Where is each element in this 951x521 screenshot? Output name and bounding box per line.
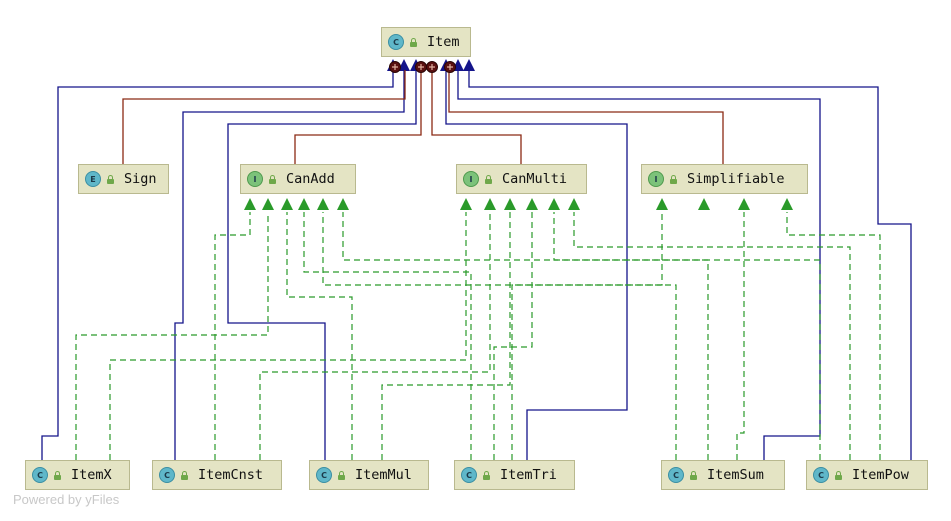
implements-arrow-icon [781,198,793,210]
interface-node-canadd[interactable]: I CanAdd [240,164,356,194]
extends-edge-itemcnst-item [174,70,405,460]
implements-edge-itempow-simplifiable [786,212,881,460]
implements-arrow-icon [656,198,668,210]
implements-edge-itemtri-canadd [303,212,472,460]
public-visibility-icon [53,470,62,480]
inner-edge-canadd-item [294,70,422,164]
implements-arrow-icon [526,198,538,210]
interface-node-canmulti[interactable]: I CanMulti [456,164,587,194]
class-node-item[interactable]: C Item [381,27,471,57]
implements-arrow-icon [337,198,349,210]
inner-class-marker-icon [444,61,456,73]
public-visibility-icon [669,174,678,184]
class-node-itempow[interactable]: C ItemPow [806,460,928,490]
node-label-itemmul: ItemMul [355,467,412,483]
watermark: Powered by yFiles [13,492,120,507]
class-node-itemtri[interactable]: C ItemTri [454,460,575,490]
class-node-itemx[interactable]: C ItemX [25,460,130,490]
public-visibility-icon [180,470,189,480]
interface-icon: I [648,171,664,187]
implements-arrow-icon [738,198,750,210]
inner-edge-canmulti-item [431,70,522,164]
implements-edge-itemsum-simplifiable [736,212,745,460]
implements-edge-itemcnst-canadd [214,212,251,460]
class-node-itemmul[interactable]: C ItemMul [309,460,429,490]
public-visibility-icon [409,37,418,47]
interface-icon: I [463,171,479,187]
implements-arrow-icon [504,198,516,210]
class-node-itemsum[interactable]: C ItemSum [661,460,785,490]
interface-node-simplifiable[interactable]: I Simplifiable [641,164,808,194]
implements-edge-itemx-canmulti [109,212,467,460]
implements-arrow-icon [568,198,580,210]
implements-arrow-icon [548,198,560,210]
node-label-itemtri: ItemTri [500,467,557,483]
inner-class-marker-icon [426,61,438,73]
class-icon: C [32,467,48,483]
implements-edge-itemcnst-canmulti [259,212,491,460]
extends-edge-itempow-item [468,70,912,460]
implements-arrow-icon [244,198,256,210]
node-label-item: Item [427,34,460,50]
implements-arrow-icon [460,198,472,210]
implements-edge-itemx-canadd [75,212,269,460]
extends-edge-itemsum-item [457,70,821,460]
node-label-canadd: CanAdd [286,171,335,187]
node-label-itempow: ItemPow [852,467,909,483]
implements-edge-itemtri-simplifiable [511,212,663,460]
public-visibility-icon [689,470,698,480]
inner-edge-simplifiable-item [448,70,724,164]
class-icon: C [813,467,829,483]
class-icon: C [461,467,477,483]
implements-arrow-icon [262,198,274,210]
public-visibility-icon [106,174,115,184]
node-label-sign: Sign [124,171,157,187]
implements-arrow-icon [298,198,310,210]
class-icon: C [668,467,684,483]
public-visibility-icon [482,470,491,480]
public-visibility-icon [484,174,493,184]
extends-edge-itemx-item [41,70,394,460]
extends-arrow-icon [398,59,410,71]
implements-edge-itemsum-canadd [322,212,677,460]
implements-edge-itemmul-canmulti [381,212,511,460]
extends-edge-itemmul-item [227,70,417,460]
enum-icon: E [85,171,101,187]
enum-node-sign[interactable]: E Sign [78,164,169,194]
interface-icon: I [247,171,263,187]
public-visibility-icon [834,470,843,480]
implements-edge-itempow-canadd [342,212,821,460]
node-label-itemx: ItemX [71,467,112,483]
implements-edge-itempow-canmulti [573,212,851,460]
inner-class-marker-icon [389,61,401,73]
node-label-simplifiable: Simplifiable [687,171,785,187]
implements-edge-itemmul-canadd [286,212,353,460]
node-label-itemsum: ItemSum [707,467,764,483]
implements-arrow-icon [281,198,293,210]
public-visibility-icon [337,470,346,480]
extends-arrow-icon [463,59,475,71]
class-icon: C [159,467,175,483]
node-label-canmulti: CanMulti [502,171,568,187]
node-label-itemcnst: ItemCnst [198,467,264,483]
extends-edge-itemtri-item [445,70,628,460]
inner-class-marker-icon [415,61,427,73]
implements-edge-itemtri-canmulti [493,212,533,460]
implements-arrow-icon [698,198,710,210]
class-icon: C [388,34,404,50]
implements-edge-itemsum-canmulti [553,212,709,460]
implements-arrow-icon [484,198,496,210]
public-visibility-icon [268,174,277,184]
inner-edge-sign-item [122,70,406,164]
class-icon: C [316,467,332,483]
implements-arrow-icon [317,198,329,210]
class-node-itemcnst[interactable]: C ItemCnst [152,460,282,490]
